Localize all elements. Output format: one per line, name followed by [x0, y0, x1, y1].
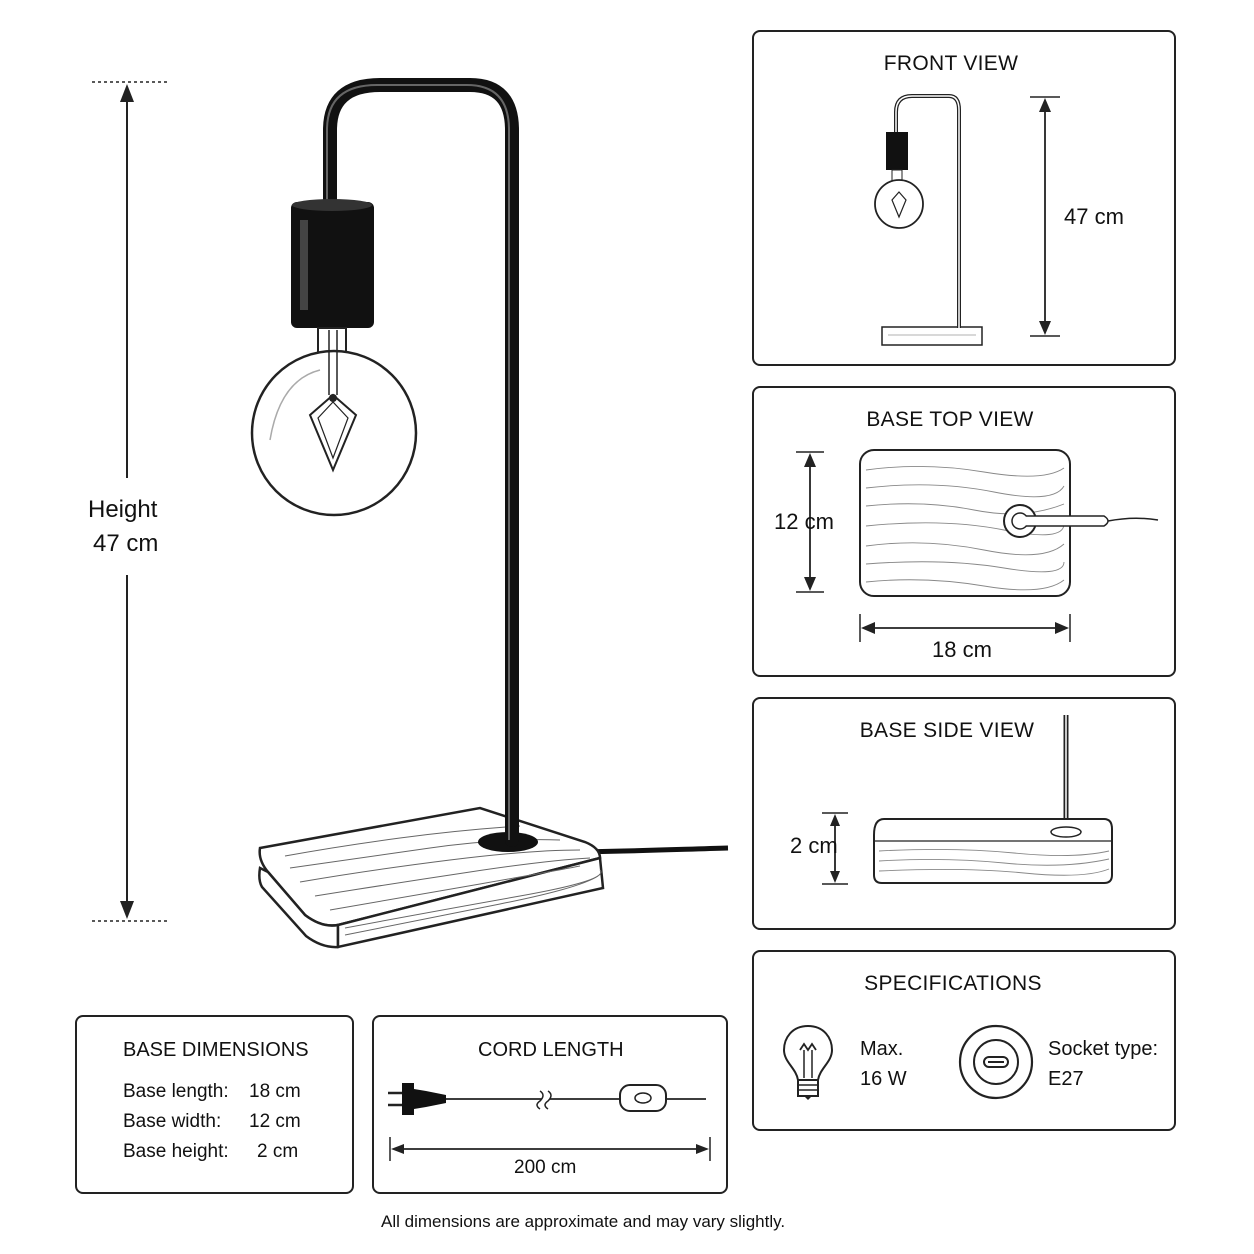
specifications-panel: SPECIFICATIONS Max. 16 W Socket type: E2… [752, 950, 1176, 1131]
base-dimensions-panel: BASE DIMENSIONS Base length: 18 cm Base … [75, 1015, 354, 1194]
inline-switch-icon [619, 1084, 667, 1112]
base-top-view-drawing [796, 449, 1159, 642]
base-top-view-panel: BASE TOP VIEW 12 cm 18 cm [752, 386, 1176, 677]
base-side-view-title: BASE SIDE VIEW [859, 719, 1035, 742]
cord-length-panel: CORD LENGTH 200 cm [372, 1015, 728, 1194]
base-width-value: 12 cm [249, 1111, 301, 1132]
base-width-label: Base width: [123, 1111, 222, 1132]
socket-type-value: E27 [1048, 1068, 1084, 1090]
base-top-view-title: BASE TOP VIEW [866, 408, 1034, 431]
base-length-value: 18 cm [249, 1081, 301, 1102]
base-side-view-panel: BASE SIDE VIEW 2 cm [752, 697, 1176, 930]
base-top-length-dim: 18 cm [932, 637, 992, 662]
cord-length-value: 200 cm [514, 1157, 577, 1178]
bulb-max-label: Max. [860, 1038, 904, 1060]
base-top-width-dim: 12 cm [774, 509, 834, 534]
specifications-title: SPECIFICATIONS [864, 972, 1042, 995]
plug-icon [388, 1083, 446, 1115]
front-view-dimension: 47 cm [1064, 204, 1124, 229]
socket-icon [958, 1024, 1034, 1100]
base-side-height-dim: 2 cm [790, 833, 838, 858]
front-view-panel: FRONT VIEW 47 cm [752, 30, 1176, 366]
base-side-view-drawing [822, 715, 1113, 885]
height-label: Height [88, 496, 158, 523]
cord-drawing [388, 1083, 711, 1161]
footer-note: All dimensions are approximate and may v… [381, 1212, 786, 1231]
socket-type-label: Socket type: [1048, 1038, 1159, 1060]
base-dimensions-title: BASE DIMENSIONS [123, 1039, 309, 1061]
bulb-wattage: 16 W [860, 1068, 907, 1090]
base-length-label: Base length: [123, 1081, 229, 1102]
front-view-title: FRONT VIEW [883, 52, 1019, 75]
height-value: 47 cm [93, 530, 159, 557]
base-height-label: Base height: [123, 1141, 229, 1162]
front-view-drawing [874, 94, 1060, 346]
light-bulb-icon [782, 1024, 834, 1100]
cord-length-title: CORD LENGTH [478, 1039, 624, 1061]
base-height-value: 2 cm [257, 1141, 299, 1162]
